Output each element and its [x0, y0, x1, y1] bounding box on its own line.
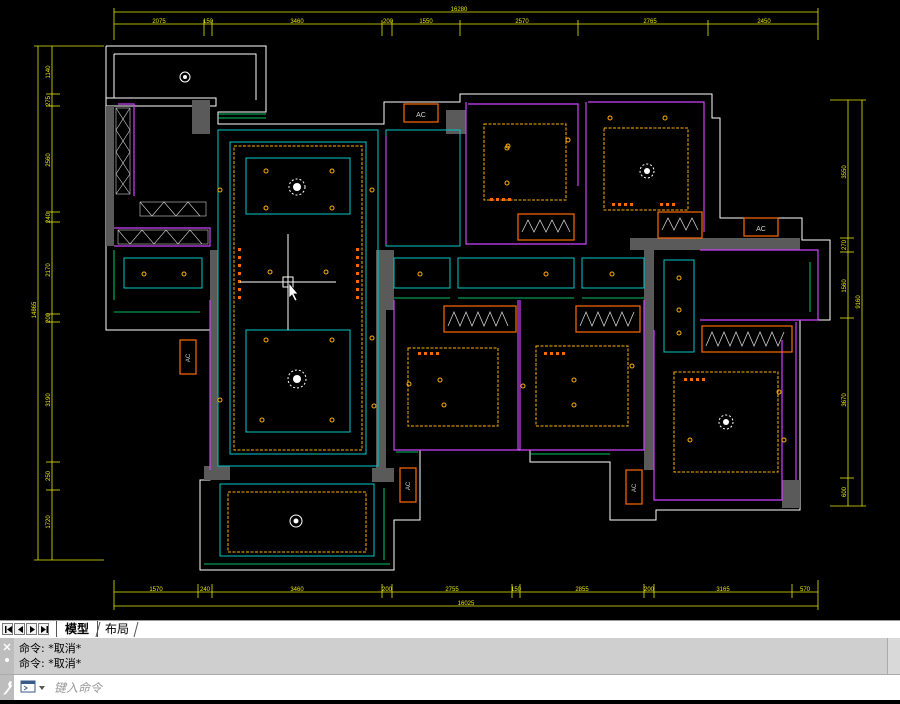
dim-top-5: 1550 — [419, 19, 433, 25]
dim-left-6: 200 — [46, 312, 52, 323]
dim-right-4: 3670 — [842, 393, 848, 407]
ac-label-2: AC — [756, 226, 766, 233]
wrench-icon — [3, 681, 12, 695]
next-tab-icon — [30, 626, 35, 633]
right-dimension — [830, 99, 866, 507]
command-prompt-icon — [20, 680, 45, 693]
history-scrollbar[interactable] — [887, 638, 900, 674]
dim-top-8: 2450 — [757, 19, 771, 25]
partition-walls — [114, 101, 819, 501]
bottom-dimension — [113, 580, 819, 610]
dim-bottom-5: 2755 — [445, 587, 459, 593]
last-tab-icon — [41, 626, 48, 633]
last-tab-button[interactable] — [38, 623, 49, 635]
ac-label-1: AC — [416, 112, 426, 119]
dim-top-2: 150 — [203, 19, 214, 25]
dim-left-3: 2560 — [46, 153, 52, 167]
first-tab-button[interactable] — [2, 623, 13, 635]
chandeliers — [179, 71, 734, 528]
dim-right-5: 600 — [842, 486, 848, 497]
ac-label-5: AC — [632, 483, 638, 492]
dim-bottom-3: 3460 — [290, 587, 304, 593]
arrow-cursor-icon — [288, 282, 299, 302]
ac-label-4: AC — [406, 481, 412, 490]
dim-bottom-8: 200 — [644, 587, 655, 593]
dim-right-3: 1560 — [842, 279, 848, 293]
balcony-lattice — [115, 107, 209, 245]
dim-top-overall: 16280 — [451, 7, 468, 13]
crosshair-cursor — [240, 234, 336, 330]
downlights — [141, 115, 787, 443]
recent-commands-button[interactable] — [20, 679, 48, 699]
left-dimension — [34, 45, 104, 561]
dim-right-overall: 9160 — [856, 295, 862, 309]
dim-right-2: 270 — [842, 239, 848, 250]
dim-bottom-6: 150 — [511, 587, 522, 593]
history-line-1: 命令: *取消* — [19, 642, 82, 655]
dim-bottom-overall: 16025 — [458, 601, 475, 607]
room-outlines — [123, 129, 695, 557]
prev-tab-icon — [18, 626, 23, 633]
dim-left-2: 275 — [46, 95, 52, 106]
tab-layout[interactable]: 布局 — [104, 622, 129, 636]
command-line-grip[interactable] — [0, 638, 14, 674]
dim-right-1: 3550 — [842, 165, 848, 179]
hanger-zigzags — [447, 217, 785, 348]
top-dimension — [113, 8, 819, 40]
spotlight-rows — [238, 198, 705, 381]
command-input[interactable] — [52, 678, 856, 698]
drawing-canvas[interactable]: 16280 2075 150 3460 200 1550 2570 2765 2… — [0, 0, 900, 620]
dim-bottom-4: 200 — [382, 587, 393, 593]
tab-model[interactable]: 模型 — [56, 621, 98, 637]
wall-fills — [106, 100, 800, 508]
ceiling-panels — [227, 123, 779, 553]
dim-bottom-2: 240 — [200, 587, 211, 593]
grip-icon — [3, 643, 11, 662]
layout-tab-bar: 模型 布局 — [0, 620, 900, 638]
dim-top-1: 2075 — [152, 19, 166, 25]
dim-bottom-9: 3165 — [716, 587, 730, 593]
dim-top-3: 3460 — [290, 19, 304, 25]
history-line-2: 命令: *取消* — [19, 657, 82, 670]
ac-label-3: AC — [186, 353, 192, 362]
command-input-bar — [0, 674, 900, 700]
first-tab-icon — [5, 626, 12, 633]
prev-tab-button[interactable] — [14, 623, 25, 635]
dim-bottom-1: 1570 — [149, 587, 163, 593]
dim-left-9: 1720 — [46, 515, 52, 529]
customize-button[interactable] — [0, 675, 14, 700]
dim-left-5: 2170 — [46, 263, 52, 277]
dim-top-7: 2765 — [643, 19, 657, 25]
dim-left-1: 1140 — [46, 65, 52, 79]
dim-left-8: 250 — [46, 470, 52, 481]
wardrobes — [179, 103, 793, 505]
dim-left-4: 240 — [46, 212, 52, 223]
windows — [113, 113, 811, 565]
dim-top-6: 2570 — [515, 19, 529, 25]
dim-left-7: 3190 — [46, 393, 52, 407]
next-tab-button[interactable] — [26, 623, 37, 635]
dim-bottom-7: 2855 — [575, 587, 589, 593]
dim-bottom-10: 570 — [800, 587, 811, 593]
tab-outline — [95, 621, 139, 638]
dim-left-overall: 14865 — [32, 301, 38, 318]
command-history: 命令: *取消* 命令: *取消* — [0, 638, 900, 674]
dim-top-4: 200 — [383, 19, 394, 25]
